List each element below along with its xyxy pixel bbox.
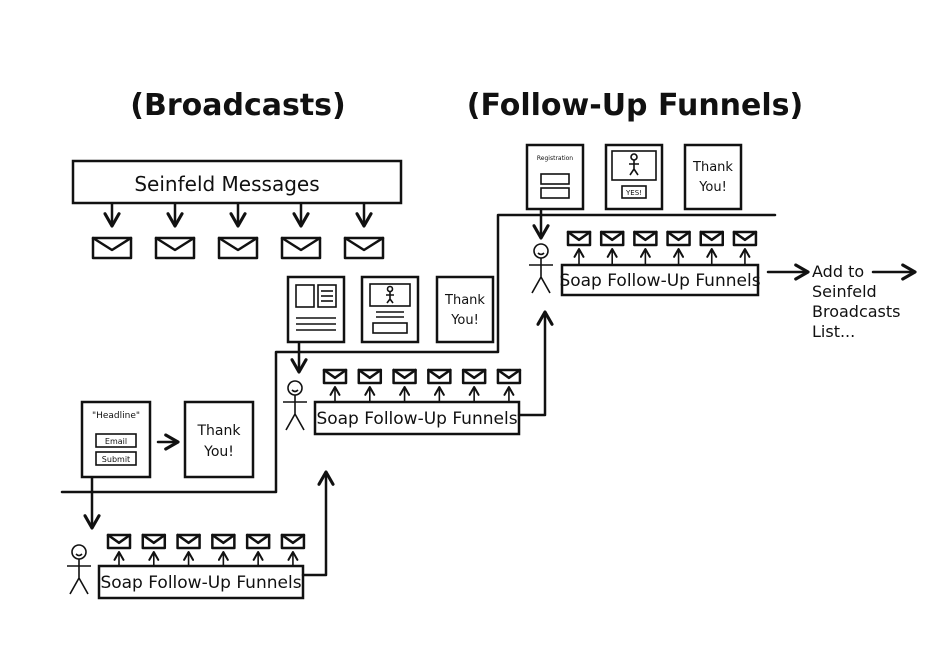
stick-figure-icon <box>67 544 91 595</box>
thankyou-line1: Thank <box>197 423 242 439</box>
stick-figure-icon <box>283 380 307 431</box>
thankyou-line1: Thank <box>692 160 733 175</box>
thankyou-page-3: Thank You! <box>683 143 743 211</box>
envelope-icon <box>599 230 625 247</box>
funnel-stage-3: Soap Follow-Up Funnels <box>529 230 761 297</box>
envelope-icon <box>566 230 592 247</box>
envelope-icon <box>176 533 201 550</box>
sales-letter-page <box>286 275 346 344</box>
envelope-icon <box>392 368 417 385</box>
thankyou-line2: You! <box>698 180 727 195</box>
outcome-text: Add to Seinfeld Broadcasts List... <box>812 262 901 341</box>
broadcast-emails <box>91 202 385 260</box>
webinar-yes-button: YES! <box>625 189 642 197</box>
envelope-icon <box>106 533 132 550</box>
outcome-line: Broadcasts <box>812 302 901 321</box>
seinfeld-messages-box: Seinfeld Messages <box>71 159 403 205</box>
envelope-icon <box>633 230 658 247</box>
funnel-label: Soap Follow-Up Funnels <box>559 271 760 291</box>
funnel-box <box>97 564 305 600</box>
registration-headline: Registration <box>537 155 573 162</box>
outcome-line: Add to <box>812 262 864 281</box>
broadcasts-title: (Broadcasts) <box>130 88 346 123</box>
seinfeld-messages-label: Seinfeld Messages <box>134 172 319 196</box>
envelope-icon <box>280 236 322 260</box>
stick-figure-icon <box>529 243 553 294</box>
arrow-icon <box>517 310 554 417</box>
outcome-line: Seinfeld <box>812 282 877 301</box>
envelope-icon <box>461 368 487 385</box>
envelope-icon <box>343 236 385 260</box>
stage-divider-line <box>60 213 777 494</box>
funnel-stage-2: Soap Follow-Up Funnels <box>283 368 522 436</box>
envelope-icon <box>699 230 724 247</box>
envelope-icon <box>732 230 758 247</box>
envelope-icon <box>91 236 133 260</box>
optin-submit-button: Submit <box>102 455 130 464</box>
envelope-icon <box>357 368 383 385</box>
thankyou-page-2: Thank You! <box>435 275 495 344</box>
envelope-icon <box>141 533 167 550</box>
thankyou-line2: You! <box>203 444 234 460</box>
funnel-stage-1: Soap Follow-Up Funnels <box>67 533 306 600</box>
envelope-icon <box>280 533 306 550</box>
envelope-icon <box>154 236 196 260</box>
funnel-label: Soap Follow-Up Funnels <box>316 409 517 429</box>
envelope-icon <box>427 368 452 385</box>
envelope-icon <box>496 368 522 385</box>
funnel-box <box>560 263 760 297</box>
funnel-box <box>313 400 521 436</box>
optin-page: "Headline" Email Submit <box>80 400 152 479</box>
envelope-icon <box>217 236 259 260</box>
thankyou-line1: Thank <box>444 293 485 308</box>
envelope-icon <box>322 368 348 385</box>
envelope-icon <box>245 533 271 550</box>
followup-funnels-title: (Follow-Up Funnels) <box>467 88 804 123</box>
funnel-label: Soap Follow-Up Funnels <box>100 573 301 593</box>
thankyou-page-1: Thank You! <box>183 400 255 479</box>
envelope-icon <box>211 533 236 550</box>
registration-page: Registration <box>525 143 585 211</box>
webinar-page: YES! <box>604 143 664 211</box>
optin-email-field: Email <box>105 437 127 446</box>
outcome-line: List... <box>812 322 855 341</box>
arrow-icon <box>301 470 335 577</box>
video-page <box>360 275 420 344</box>
thankyou-line2: You! <box>450 313 479 328</box>
envelope-icon <box>666 230 691 247</box>
optin-headline: "Headline" <box>92 411 140 421</box>
